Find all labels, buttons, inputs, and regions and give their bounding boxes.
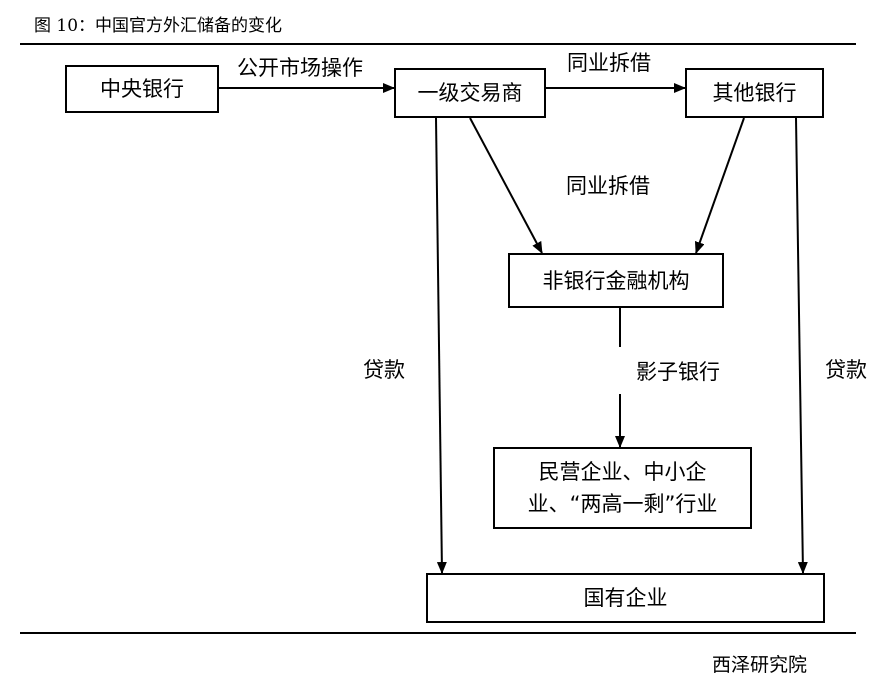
figure-title: 图 10：中国官方外汇储备的变化 xyxy=(34,16,283,36)
bottom-rule xyxy=(20,632,856,634)
edge-label-interbank-mid: 同业拆借 xyxy=(566,174,650,198)
edge-other-banks-to-nonbank xyxy=(694,117,745,254)
node-private-sme-line2: 业、“两高一剩”行业 xyxy=(527,492,718,516)
source-credit: 西泽研究院 xyxy=(712,654,808,676)
node-central-bank: 中央银行 xyxy=(65,65,219,113)
node-primary-dealer: 一级交易商 xyxy=(394,68,546,118)
node-nonbank-financial: 非银行金融机构 xyxy=(508,253,724,308)
edge-label-loan-left: 贷款 xyxy=(363,358,405,382)
edge-other-banks-loan-to-soe xyxy=(795,117,808,574)
edge-dealer-to-nonbank xyxy=(469,117,543,254)
node-soe: 国有企业 xyxy=(426,573,825,623)
node-private-sme: 民营企业、中小企 业、“两高一剩”行业 xyxy=(493,447,752,529)
edge-dealer-loan-to-soe xyxy=(435,117,447,574)
edge-label-open-market: 公开市场操作 xyxy=(237,56,363,80)
node-private-sme-line1: 民营企业、中小企 xyxy=(538,460,707,484)
top-rule xyxy=(20,43,856,45)
node-other-banks: 其他银行 xyxy=(685,68,824,118)
edge-label-loan-right: 贷款 xyxy=(825,358,867,382)
edge-label-interbank-top: 同业拆借 xyxy=(567,51,651,75)
edge-label-shadow-banking: 影子银行 xyxy=(636,360,720,384)
